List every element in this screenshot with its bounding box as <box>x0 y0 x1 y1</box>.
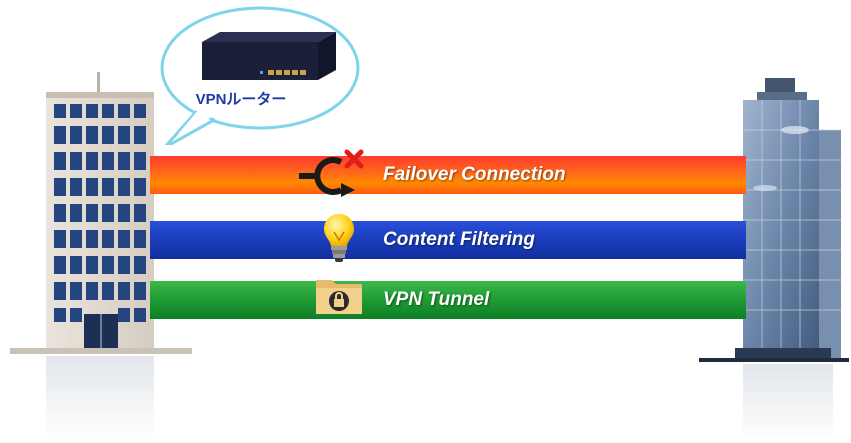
folder-lock-icon <box>316 280 362 314</box>
vpn-tunnel-band: VPN Tunnel <box>150 281 746 319</box>
band-label: VPN Tunnel <box>383 289 490 310</box>
band-label: Content Filtering <box>383 229 535 250</box>
failover-connection-band: Failover Connection <box>150 156 746 194</box>
band-label: Failover Connection <box>383 164 566 185</box>
left-building <box>10 72 192 440</box>
vpn-router-device <box>202 32 336 80</box>
lightbulb-icon <box>324 214 354 262</box>
speech-bubble <box>160 6 360 145</box>
content-filtering-band: Content Filtering <box>150 221 746 259</box>
right-building <box>699 78 849 443</box>
failover-reconnect-icon <box>299 149 364 197</box>
vpn-router-label: VPNルーター <box>195 91 287 108</box>
